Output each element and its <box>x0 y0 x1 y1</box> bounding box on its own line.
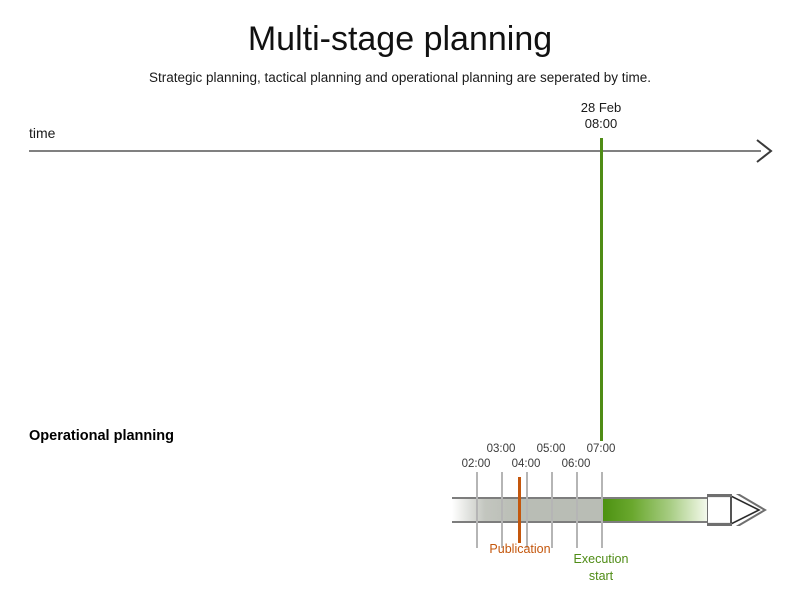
milestone-time: 08:00 <box>584 116 618 131</box>
time-axis-line <box>29 150 761 152</box>
timeline-tick <box>601 472 603 548</box>
execution-start-label-line1: Execution <box>573 552 629 566</box>
timeline-bar: 02:00 04:00 06:00 03:00 05:00 07:00 <box>452 443 771 548</box>
timeline-tick-label: 03:00 <box>486 443 516 455</box>
timeline-tick <box>476 472 478 548</box>
publication-marker-line <box>518 477 521 543</box>
arrow-right-icon <box>707 494 771 526</box>
page-title: Multi-stage planning <box>247 20 553 58</box>
timeline-tick-label: 05:00 <box>536 443 566 455</box>
time-axis-label: time <box>29 125 56 141</box>
execution-start-label-line2: start <box>588 569 614 583</box>
milestone-label: 28 Feb 08:00 <box>541 100 661 132</box>
arrow-right-icon <box>755 138 773 164</box>
timeline-tick <box>501 472 503 548</box>
milestone-date: 28 Feb <box>580 100 622 115</box>
timeline-tick-label: 06:00 <box>561 458 591 470</box>
timeline-tick <box>551 472 553 548</box>
timeline-tick-label: 04:00 <box>511 458 541 470</box>
row-label-operational-planning: Operational planning <box>29 428 175 444</box>
page-subtitle: Strategic planning, tactical planning an… <box>148 70 652 85</box>
timeline-tick-label: 07:00 <box>586 443 616 455</box>
execution-start-label: Execution start <box>541 551 661 585</box>
timeline-tick <box>526 472 528 548</box>
timeline-tick <box>576 472 578 548</box>
milestone-vertical-line <box>600 138 603 441</box>
timeline-segment-future <box>601 497 713 523</box>
publication-label: Publication <box>489 542 551 556</box>
timeline-tick-label: 02:00 <box>461 458 491 470</box>
